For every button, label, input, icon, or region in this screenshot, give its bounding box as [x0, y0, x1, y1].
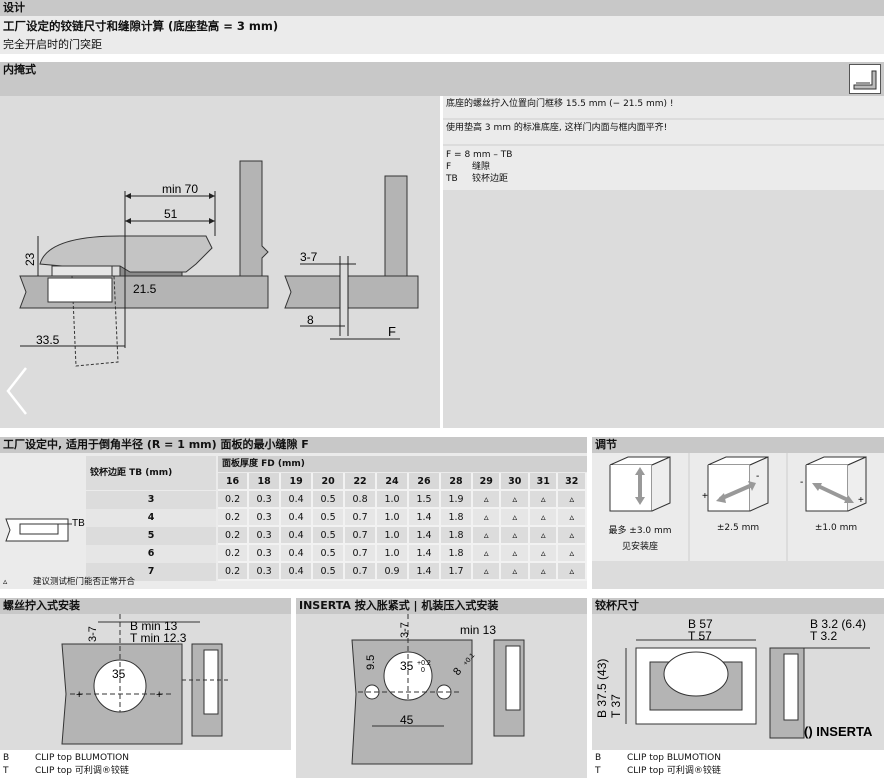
- screw-header: 螺丝拧入式安装: [0, 598, 291, 614]
- screw-dim-3-7: 3-7: [87, 626, 99, 642]
- svg-text:+: +: [858, 495, 864, 506]
- adjust-depth-icon: -+: [800, 456, 867, 512]
- legend-key-f: F: [446, 162, 452, 172]
- design-title: 设计: [3, 1, 25, 14]
- gap-formula: F = 8 mm – TB: [446, 150, 513, 160]
- prev-arrow-button[interactable]: [4, 366, 28, 416]
- adjust-panel: 最多 ±3.0 mm 见安装座 +- ±2.5 mm -+ ±1.0 mm: [592, 453, 884, 589]
- tb-diagram-label: TB: [72, 518, 85, 529]
- adjust-height-icon: [609, 456, 671, 512]
- dim-min70: min 70: [162, 182, 198, 196]
- chevron-left-icon: [6, 367, 27, 415]
- legend-key-tb: TB: [446, 174, 458, 184]
- inserta-header: INSERTA 按入胀紧式 | 机装压入式安装: [296, 598, 587, 614]
- inserta-dim-35: 35: [400, 659, 414, 673]
- cup-dim-b57: B 57: [688, 617, 713, 631]
- cup-dim-t57: T 57: [688, 629, 712, 643]
- footnote: ▵建议测试柜门能否正常开合: [3, 577, 136, 587]
- inserta-dim-45: 45: [400, 713, 414, 727]
- adjust-item-height: 最多 ±3.0 mm 见安装座: [592, 453, 688, 561]
- svg-text:-: -: [800, 477, 803, 488]
- inset-hinge-icon: [849, 64, 881, 94]
- row-header: 铰杯边距 TB (mm): [86, 456, 216, 490]
- svg-text:+: +: [702, 491, 708, 502]
- cup-dim-b3-2: B 3.2 (6.4): [810, 617, 866, 631]
- cup-dim-b37-5: B 37.5 (43): [595, 659, 609, 718]
- cup-inserta-label: () INSERTA: [804, 724, 873, 739]
- dim-3-7: 3-7: [300, 250, 318, 264]
- adjust-header: 调节: [592, 437, 884, 453]
- screw-dim-35: 35: [112, 667, 126, 681]
- inserta-dim-3-7: 3-7: [399, 622, 411, 638]
- svg-text:-: -: [756, 471, 759, 482]
- svg-text:+: +: [76, 689, 82, 701]
- inset-notes-panel: 底座的螺丝拧入位置向门框移 15.5 mm (− 21.5 mm) ! 使用垫高…: [443, 96, 884, 428]
- adjust-item-side: +- ±2.5 mm: [690, 453, 786, 561]
- inserta-dim-9-5: 9.5: [365, 655, 377, 670]
- inset-note-2: 使用垫高 3 mm 的标准底座, 这样门内面与框内面平齐!: [443, 120, 884, 144]
- dim-33-5: 33.5: [36, 333, 60, 347]
- adjust-item-depth: -+ ±1.0 mm: [788, 453, 884, 561]
- col-group-header: 面板厚度 FD (mm): [218, 456, 587, 472]
- tb-labels: 3 4 5 6 7: [86, 491, 216, 581]
- dim-21-5: 21.5: [133, 282, 157, 296]
- cup-panel: B 57 T 57 B 37.5 (43) T 37 B 3.2 (6.4) T…: [592, 614, 884, 750]
- svg-text:+: +: [156, 689, 162, 701]
- cup-header: 铰杯尺寸: [592, 598, 884, 614]
- cup-dim-t3-2: T 3.2: [810, 629, 837, 643]
- cup-dim-t37: T 37: [609, 694, 623, 718]
- door-protrusion-label: 完全开启时的门突距: [0, 36, 884, 54]
- legend-text-tb: 铰杯边距: [472, 174, 509, 184]
- gap-table-header: 工厂设定中, 适用于倒角半径 (R = 1 mm) 面板的最小缝隙 F: [0, 437, 587, 453]
- inset-drawing: min 70 51 23 21.5 33.5 3-7 8 F: [0, 96, 440, 428]
- inset-title: 内掩式: [3, 63, 36, 76]
- dim-51: 51: [164, 207, 178, 221]
- dim-f: F: [388, 324, 396, 339]
- screw-panel: + + 35 3-7 B min 13 T min 12.3: [0, 614, 291, 750]
- dim-23: 23: [23, 252, 37, 266]
- inserta-tol-dn: 0: [421, 667, 425, 674]
- section-header-design: 设计: [0, 0, 884, 16]
- screw-dim-tmin: T min 12.3: [130, 631, 187, 645]
- inserta-panel: 35 +0.2 0 3-7 min 13 9.5 8 +0.1 45: [296, 614, 587, 778]
- dim-8: 8: [307, 313, 314, 327]
- inset-note-1: 底座的螺丝拧入位置向门框移 15.5 mm (− 21.5 mm) !: [443, 96, 884, 118]
- screw-dim-bmin: B min 13: [130, 619, 178, 633]
- inserta-tol-up: +0.2: [417, 660, 431, 667]
- tb-diagram: TB: [5, 518, 85, 542]
- legend-text-f: 缝隙: [472, 162, 491, 172]
- design-subtitle: 工厂设定的铰链尺寸和缝隙计算 (底座垫高 = 3 mm): [0, 16, 884, 36]
- section-header-inset: 内掩式: [0, 62, 884, 96]
- inserta-dim-min13: min 13: [460, 623, 496, 637]
- adjust-side-icon: +-: [702, 456, 769, 512]
